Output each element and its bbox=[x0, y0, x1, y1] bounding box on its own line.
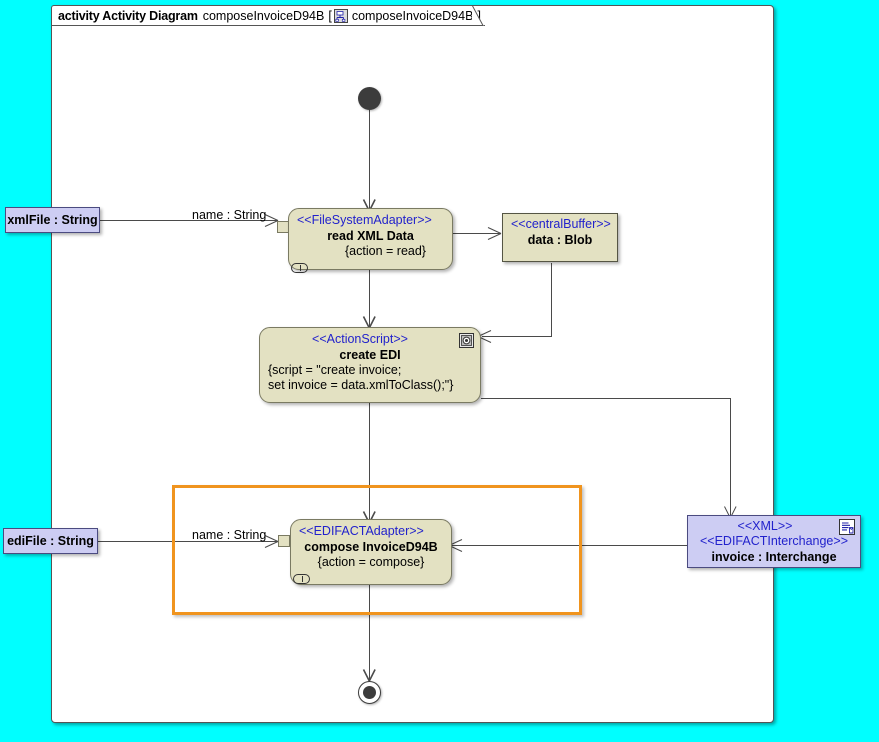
stereotype-edifactinterchange: <<EDIFACTInterchange>> bbox=[699, 534, 848, 548]
object-node-xml-interchange[interactable]: <<XML>> <<EDIFACTInterchange>> invoice :… bbox=[687, 515, 861, 568]
stereotype-xml: <<XML>> bbox=[737, 519, 793, 533]
input-pin-compose[interactable] bbox=[278, 535, 290, 547]
parameter-node-xmlfile[interactable]: xmlFile : String bbox=[5, 207, 100, 233]
node-label-create-edi: create EDI bbox=[339, 348, 401, 362]
parameter-node-edifile[interactable]: ediFile : String bbox=[3, 528, 98, 554]
behavior-icon bbox=[293, 574, 310, 584]
arrowhead-create-edi bbox=[362, 316, 376, 329]
parameter-label-edifile: ediFile : String bbox=[7, 534, 94, 548]
stereotype-filesystemadapter: <<FileSystemAdapter>> bbox=[297, 213, 432, 227]
node-label-read-xml-data: read XML Data bbox=[327, 229, 414, 243]
script-gear-icon bbox=[459, 333, 474, 353]
action-node-compose-invoice[interactable]: <<EDIFACTAdapter>> compose InvoiceD94B {… bbox=[290, 519, 452, 585]
activity-diagram-icon bbox=[333, 8, 348, 23]
edge-read-to-create bbox=[369, 270, 371, 326]
edge-create-down-to-xml bbox=[730, 398, 731, 515]
stereotype-centralbuffer: <<centralBuffer>> bbox=[511, 217, 611, 231]
edge-create-right bbox=[481, 398, 731, 399]
object-node-central-buffer[interactable]: <<centralBuffer>> data : Blob bbox=[502, 213, 618, 262]
xml-document-icon bbox=[839, 519, 855, 540]
edge-compose-to-end bbox=[369, 585, 371, 680]
action-node-read-xml-data[interactable]: <<FileSystemAdapter>> read XML Data {act… bbox=[288, 208, 453, 273]
node-property-create-edi-line1: {script = "create invoice; bbox=[268, 363, 402, 377]
node-label-invoice-interchange: invoice : Interchange bbox=[711, 550, 837, 564]
final-node-inner bbox=[363, 686, 376, 699]
frame-inner-name: composeInvoiceD94B bbox=[351, 8, 474, 23]
edge-xml-to-compose bbox=[452, 545, 687, 546]
edge-label-name-string-bottom: name : String bbox=[192, 528, 267, 542]
node-property-compose: {action = compose} bbox=[317, 555, 425, 569]
behavior-icon bbox=[291, 263, 308, 273]
edge-start-to-read bbox=[369, 110, 371, 208]
frame-title-corner bbox=[472, 5, 484, 26]
stereotype-actionscript: <<ActionScript>> bbox=[312, 332, 408, 346]
edge-buffer-left bbox=[482, 336, 552, 337]
frame-bracket-open: [ bbox=[328, 8, 332, 23]
edge-read-to-buffer bbox=[453, 233, 501, 234]
action-node-create-edi[interactable]: <<ActionScript>> create EDI {script = "c… bbox=[259, 327, 481, 403]
node-label-data-blob: data : Blob bbox=[527, 233, 593, 247]
edge-label-name-string-top: name : String bbox=[192, 208, 267, 222]
arrowhead-end-node bbox=[362, 669, 376, 682]
edge-buffer-down bbox=[551, 263, 552, 336]
frame-keyword: activity Activity Diagram bbox=[58, 8, 198, 23]
arrowhead-central-buffer bbox=[487, 227, 502, 240]
frame-bracket-close: ] bbox=[477, 8, 481, 23]
stereotype-edifactadapter: <<EDIFACTAdapter>> bbox=[299, 524, 424, 538]
frame-diagram-name: composeInvoiceD94B bbox=[202, 8, 325, 23]
node-property-create-edi-line2: set invoice = data.xmlToClass();"} bbox=[268, 378, 454, 392]
frame-title-tab[interactable]: activity Activity Diagram composeInvoice… bbox=[51, 5, 485, 26]
edge-xmlfile-to-pin bbox=[100, 220, 277, 221]
node-property-read-xml: {action = read} bbox=[345, 244, 426, 258]
initial-node[interactable] bbox=[358, 87, 381, 110]
edge-create-to-compose bbox=[369, 403, 371, 521]
selection-rectangle[interactable] bbox=[172, 485, 582, 615]
arrowhead-xmlfile bbox=[264, 214, 279, 227]
edge-edifile-to-pin bbox=[98, 541, 278, 542]
node-label-compose-invoice: compose InvoiceD94B bbox=[304, 540, 438, 554]
arrowhead-edifile bbox=[264, 535, 279, 548]
parameter-label-xmlfile: xmlFile : String bbox=[7, 213, 98, 227]
